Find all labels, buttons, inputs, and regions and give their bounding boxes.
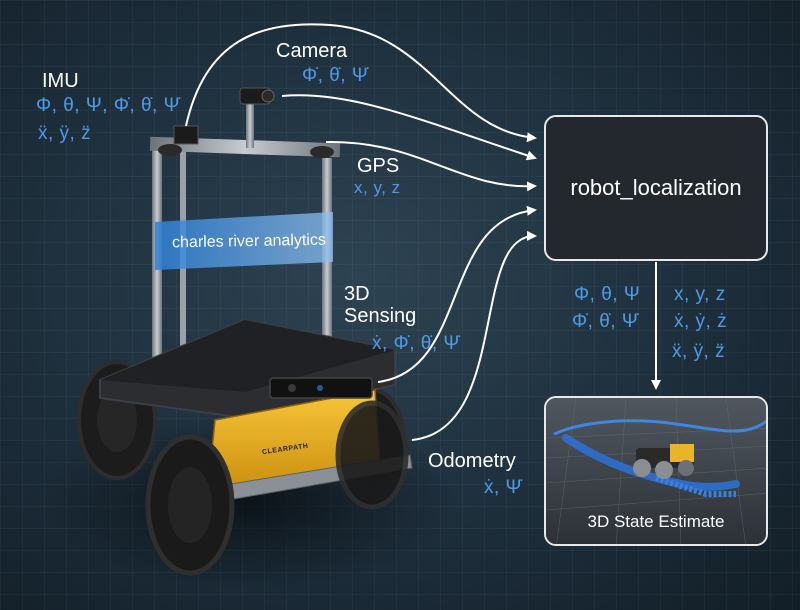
output-orientation-line2: Φ̇, θ̇, Ψ̇ <box>572 311 639 332</box>
imu-label: IMU <box>42 70 79 92</box>
front-right-wheel <box>335 400 409 510</box>
sensing3d-label-line2: Sensing <box>344 305 417 327</box>
sensing3d-values: ẋ, Φ̇, θ̇, Ψ̇ <box>372 333 460 354</box>
output-orientation-line1: Φ, θ, Ψ <box>574 284 641 305</box>
trajectory-path <box>553 419 766 436</box>
robot-illustration <box>40 87 460 590</box>
imu-arrow <box>185 23 537 143</box>
imu-values-line2: ẍ, ÿ, z̈ <box>38 123 92 144</box>
gps-label: GPS <box>357 155 400 177</box>
odometry-arrow <box>411 230 537 441</box>
output-position-line1: x, y, z <box>674 284 726 305</box>
odometry-values: ẋ, Ψ̇ <box>484 477 522 498</box>
camera-values: Φ̇, θ̇, Ψ̇ <box>302 65 369 86</box>
imu-values-line1: Φ, θ, Ψ, Φ̇, θ̇, Ψ̇ <box>36 95 180 116</box>
gps-arrow <box>325 140 537 192</box>
camera-arrow <box>281 94 537 161</box>
odometry-label: Odometry <box>428 450 516 472</box>
output-position-line3: ẍ, ÿ, z̈ <box>672 341 726 362</box>
imu-unit <box>173 125 199 145</box>
state-estimate-panel: 3D State Estimate <box>544 396 768 546</box>
robot-localization-node: robot_localization <box>544 115 768 261</box>
node-title: robot_localization <box>570 175 742 200</box>
estimate-robot <box>633 444 694 479</box>
input-arrows <box>185 23 661 441</box>
estimate-scene <box>546 398 766 544</box>
output-position-line2: ẋ, ẏ, ż <box>674 311 728 332</box>
banner <box>155 212 333 270</box>
state-estimate-title: 3D State Estimate <box>587 512 725 531</box>
sensing3d-arrow <box>377 205 537 383</box>
gps-values: x, y, z <box>354 178 401 197</box>
camera-label: Camera <box>276 40 348 62</box>
sensing3d-label-line1: 3D <box>344 283 370 305</box>
banner-text: charles river analytics <box>171 231 327 252</box>
